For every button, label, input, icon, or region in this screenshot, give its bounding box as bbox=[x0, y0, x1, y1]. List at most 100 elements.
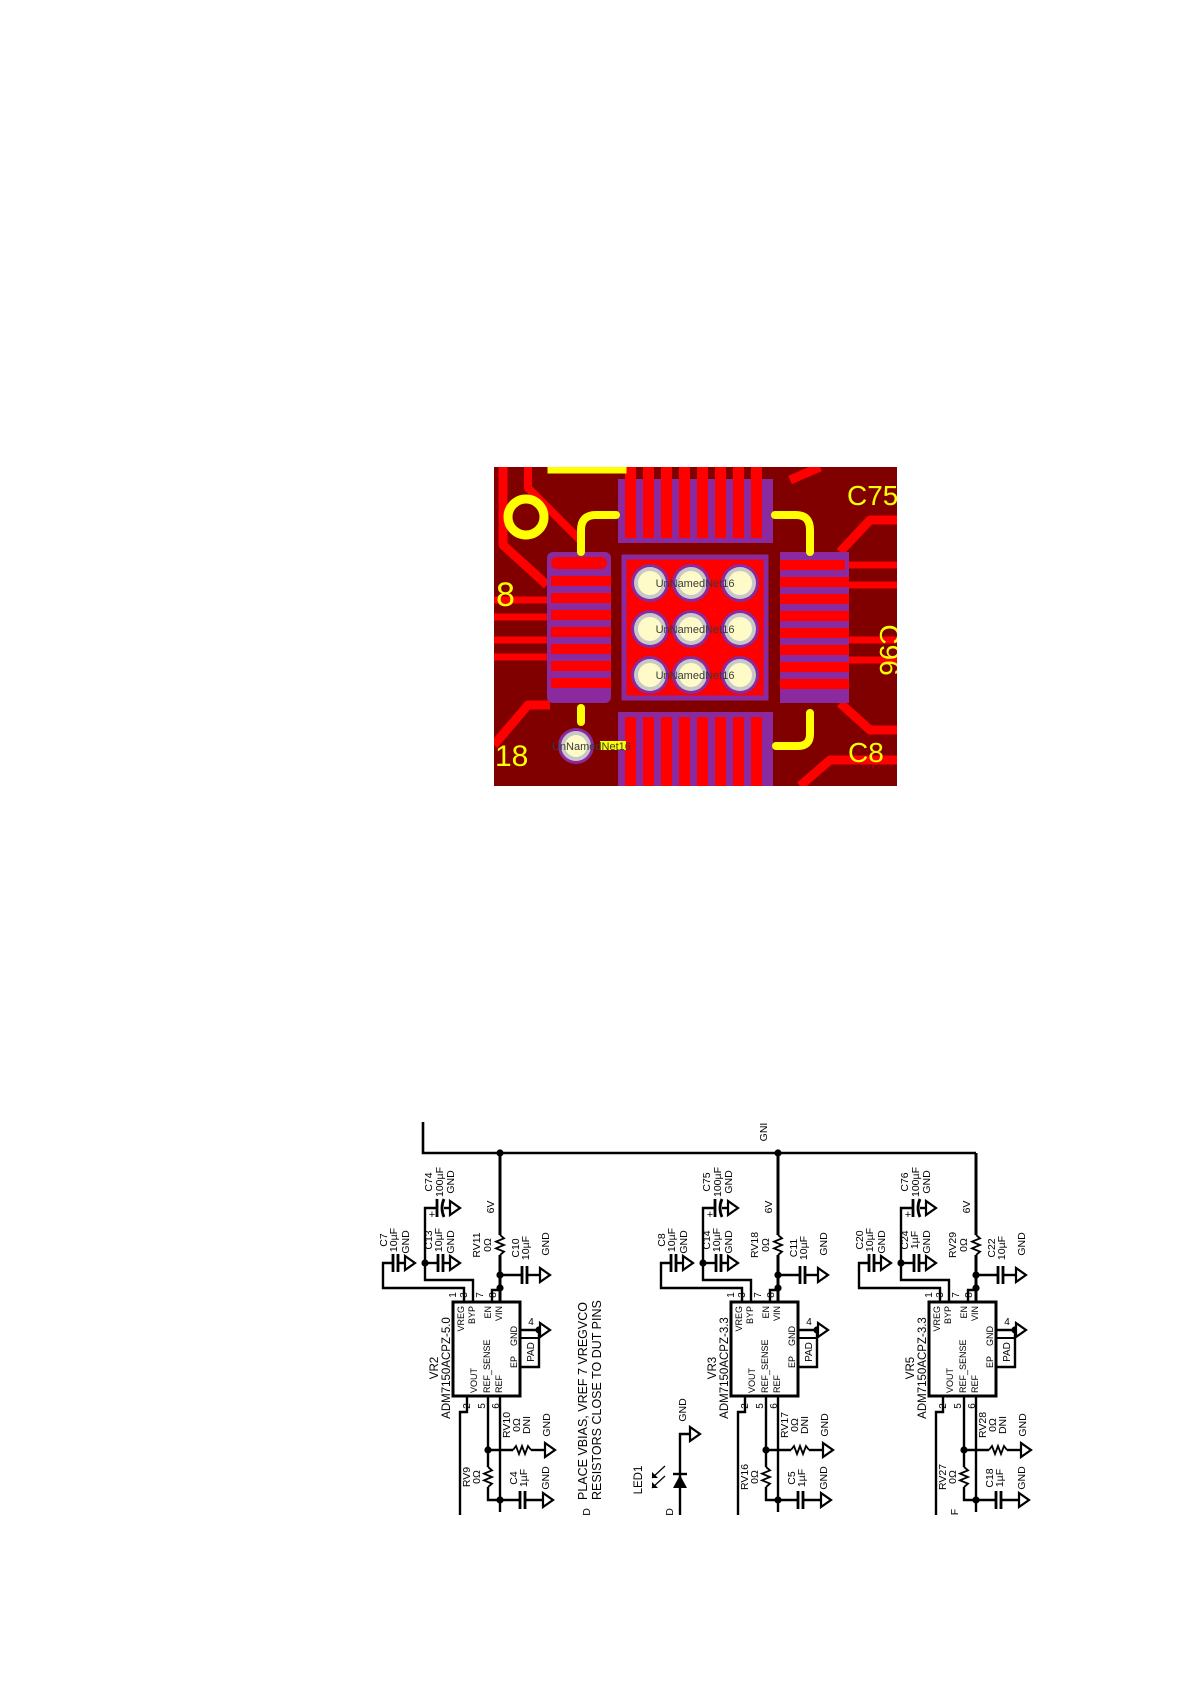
ground-symbol-icon bbox=[543, 1440, 557, 1460]
pin-number: 6 bbox=[967, 1403, 978, 1409]
light-emission-arrow-icon bbox=[652, 1482, 658, 1488]
capacitor-ref: C4 bbox=[508, 1471, 520, 1485]
resistor-symbol bbox=[969, 1234, 983, 1256]
pin-label: VOUT bbox=[469, 1367, 479, 1393]
ground-symbol-icon bbox=[538, 1265, 552, 1285]
ic-ref: VR2 bbox=[429, 1357, 441, 1379]
pin-number: 1 bbox=[726, 1292, 737, 1298]
gnd-label: GND bbox=[445, 1170, 457, 1194]
light-emission-arrow-icon bbox=[652, 1472, 658, 1478]
pin-label: REF_SENSE bbox=[958, 1339, 968, 1393]
capacitor-value: 10µF bbox=[798, 1236, 810, 1260]
ground-symbol-icon bbox=[726, 1253, 740, 1273]
capacitor-ref: C10 bbox=[510, 1238, 522, 1257]
net-label: UnNamedNet16 bbox=[656, 624, 735, 636]
wire bbox=[458, 1396, 469, 1515]
ground-symbol-icon bbox=[403, 1253, 417, 1273]
led-ref: LED1 bbox=[633, 1466, 645, 1495]
gnd-label: GND bbox=[541, 1413, 553, 1437]
capacitor-value: 1µF bbox=[796, 1469, 808, 1487]
pin-label: BYP bbox=[745, 1306, 755, 1324]
resistor-symbol bbox=[759, 1466, 773, 1488]
pin-label: EN bbox=[483, 1306, 493, 1319]
capacitor-ref: C20 bbox=[854, 1230, 866, 1249]
silkscreen-18: 18 bbox=[495, 740, 528, 773]
ground-symbol-icon bbox=[681, 1253, 695, 1273]
pin-number: 8 bbox=[766, 1292, 777, 1298]
ic-part-number: ADM7150ACPZ-5.0 bbox=[441, 1317, 453, 1419]
capacitor-value: 1µF bbox=[909, 1231, 921, 1249]
capacitor-symbol bbox=[518, 1491, 527, 1509]
pin-label: REF bbox=[494, 1374, 504, 1393]
lone-via: UnNamedNet16 bbox=[552, 728, 631, 764]
pin-number: 3 bbox=[737, 1292, 748, 1298]
resistor-value: 0Ω bbox=[471, 1470, 483, 1484]
resistor-value: 0Ω bbox=[947, 1470, 959, 1484]
polarity-plus: + bbox=[429, 1209, 435, 1221]
capacitor-value: 10µF bbox=[666, 1228, 678, 1252]
pin-label: GND bbox=[787, 1326, 797, 1347]
pin-label: PAD bbox=[804, 1342, 815, 1362]
pin8-wire bbox=[768, 1288, 778, 1302]
resistor-ref: RV27 bbox=[937, 1464, 949, 1490]
wire bbox=[962, 1487, 976, 1502]
capacitor-symbol bbox=[435, 1198, 446, 1218]
pad-group-right bbox=[780, 552, 849, 703]
pad-group-left bbox=[547, 552, 611, 703]
wire bbox=[857, 1261, 942, 1302]
ground-symbol-icon bbox=[538, 1320, 552, 1340]
capacitor-ref: C75 bbox=[701, 1172, 713, 1191]
resistor-ref: RV18 bbox=[749, 1232, 761, 1258]
dni-label: DNI bbox=[521, 1416, 533, 1434]
pin-number: 7 bbox=[753, 1292, 764, 1298]
via bbox=[672, 610, 710, 648]
ground-symbol-icon bbox=[819, 1490, 833, 1510]
capacitor-value: 10µF bbox=[433, 1228, 445, 1252]
pin-label: EN bbox=[761, 1306, 771, 1319]
pin-number: 5 bbox=[953, 1403, 964, 1409]
gnd-label: GND bbox=[540, 1466, 552, 1490]
via bbox=[672, 564, 710, 602]
ground-symbol-icon bbox=[924, 1253, 938, 1273]
junction-dot bbox=[774, 1149, 782, 1157]
capacitor-value: 10µF bbox=[864, 1228, 876, 1252]
pad-wire bbox=[520, 1328, 541, 1369]
gnd-label: GND bbox=[723, 1230, 735, 1254]
wire bbox=[423, 1263, 475, 1302]
capacitor-symbol bbox=[714, 1254, 723, 1272]
junction-dot bbox=[496, 1149, 504, 1157]
silkscreen-c96: C96 bbox=[874, 624, 905, 675]
pin-number: 6 bbox=[491, 1403, 502, 1409]
pin-label: VIN bbox=[970, 1306, 980, 1321]
wire bbox=[381, 1261, 466, 1302]
silkscreen-8: 8 bbox=[496, 576, 515, 614]
ground-symbol-icon bbox=[1014, 1320, 1028, 1340]
via bbox=[631, 656, 669, 694]
bus-wire bbox=[421, 1122, 976, 1155]
ic-body bbox=[729, 1300, 800, 1398]
net-label: UnNamedNet16 bbox=[656, 578, 735, 590]
gnd-label: GND bbox=[819, 1413, 831, 1437]
gnd-label: GND bbox=[1016, 1466, 1028, 1490]
capacitor-symbol bbox=[994, 1491, 1003, 1509]
silkscreen-c8: C8 bbox=[848, 737, 884, 768]
ground-symbol-icon bbox=[448, 1198, 462, 1218]
pin-label: VIN bbox=[494, 1306, 504, 1321]
ground-symbol-icon bbox=[541, 1490, 555, 1510]
capacitor-value: 10µF bbox=[520, 1236, 532, 1260]
wire bbox=[701, 1206, 715, 1263]
rail-label: 6V bbox=[961, 1201, 973, 1214]
resistor-ref: RV10 bbox=[501, 1412, 513, 1438]
capacitor-ref: C18 bbox=[984, 1468, 996, 1487]
gnd-label: GND bbox=[876, 1230, 888, 1254]
resistor-value: 0Ω bbox=[760, 1238, 772, 1252]
rail-label: 6V bbox=[485, 1201, 497, 1214]
pin-label: VOUT bbox=[747, 1367, 757, 1393]
pad-group-bottom bbox=[618, 712, 773, 786]
clipped-label: D bbox=[664, 1508, 676, 1516]
